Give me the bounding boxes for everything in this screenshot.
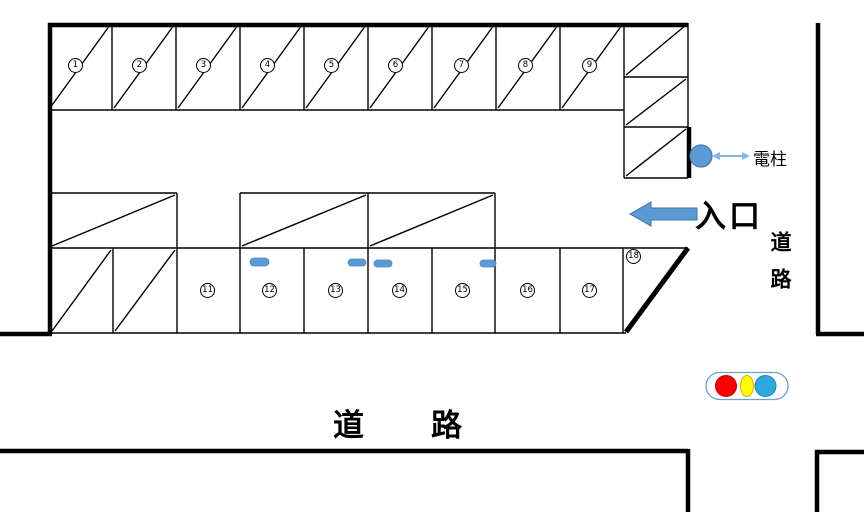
parking-space-number: 16	[520, 283, 535, 298]
parking-space-number: 17	[582, 283, 597, 298]
boundary-walls	[0, 22, 692, 337]
parking-space-number: 7	[454, 58, 469, 73]
pole-pointer-arrow-icon	[712, 152, 750, 160]
signal-yellow-light	[740, 375, 754, 397]
top-parking-row	[48, 23, 625, 178]
road-lines	[0, 23, 864, 512]
parking-space-number: 5	[324, 58, 339, 73]
road-label-bottom: 道路	[333, 408, 529, 443]
parking-space-number: 13	[328, 283, 343, 298]
road-label-right: 道路	[768, 231, 791, 305]
parking-space-number: 14	[392, 283, 407, 298]
right-parking-column	[624, 23, 689, 179]
parking-space-number: 12	[262, 283, 277, 298]
electric-pole-icon	[689, 144, 750, 168]
signal-blue-light	[754, 375, 777, 397]
wheel-stop-marks	[249, 257, 497, 268]
parking-space-number: 8	[518, 58, 533, 73]
electric-pole-label: 電柱	[753, 150, 787, 169]
wheel-stop-icon	[347, 258, 367, 267]
parking-space-number: 3	[196, 58, 211, 73]
middle-parking-rows	[50, 192, 688, 334]
parking-space-number: 4	[260, 58, 275, 73]
parking-space-number: 2	[132, 58, 147, 73]
parking-space-number: 9	[582, 58, 597, 73]
wheel-stop-icon	[373, 259, 393, 268]
electric-pole-circle	[689, 144, 713, 168]
parking-space-number: 6	[388, 58, 403, 73]
parking-space-number: 1	[68, 58, 83, 73]
parking-space-number: 15	[455, 283, 470, 298]
entrance-arrow-icon	[628, 201, 698, 227]
parking-space-number: 18	[626, 249, 641, 264]
traffic-light-icon	[705, 371, 789, 401]
parking-space-number: 11	[200, 283, 215, 298]
entrance-label: 入口	[695, 199, 763, 234]
signal-red-light	[715, 375, 737, 397]
wheel-stop-icon	[479, 259, 497, 268]
wheel-stop-icon	[249, 257, 270, 267]
